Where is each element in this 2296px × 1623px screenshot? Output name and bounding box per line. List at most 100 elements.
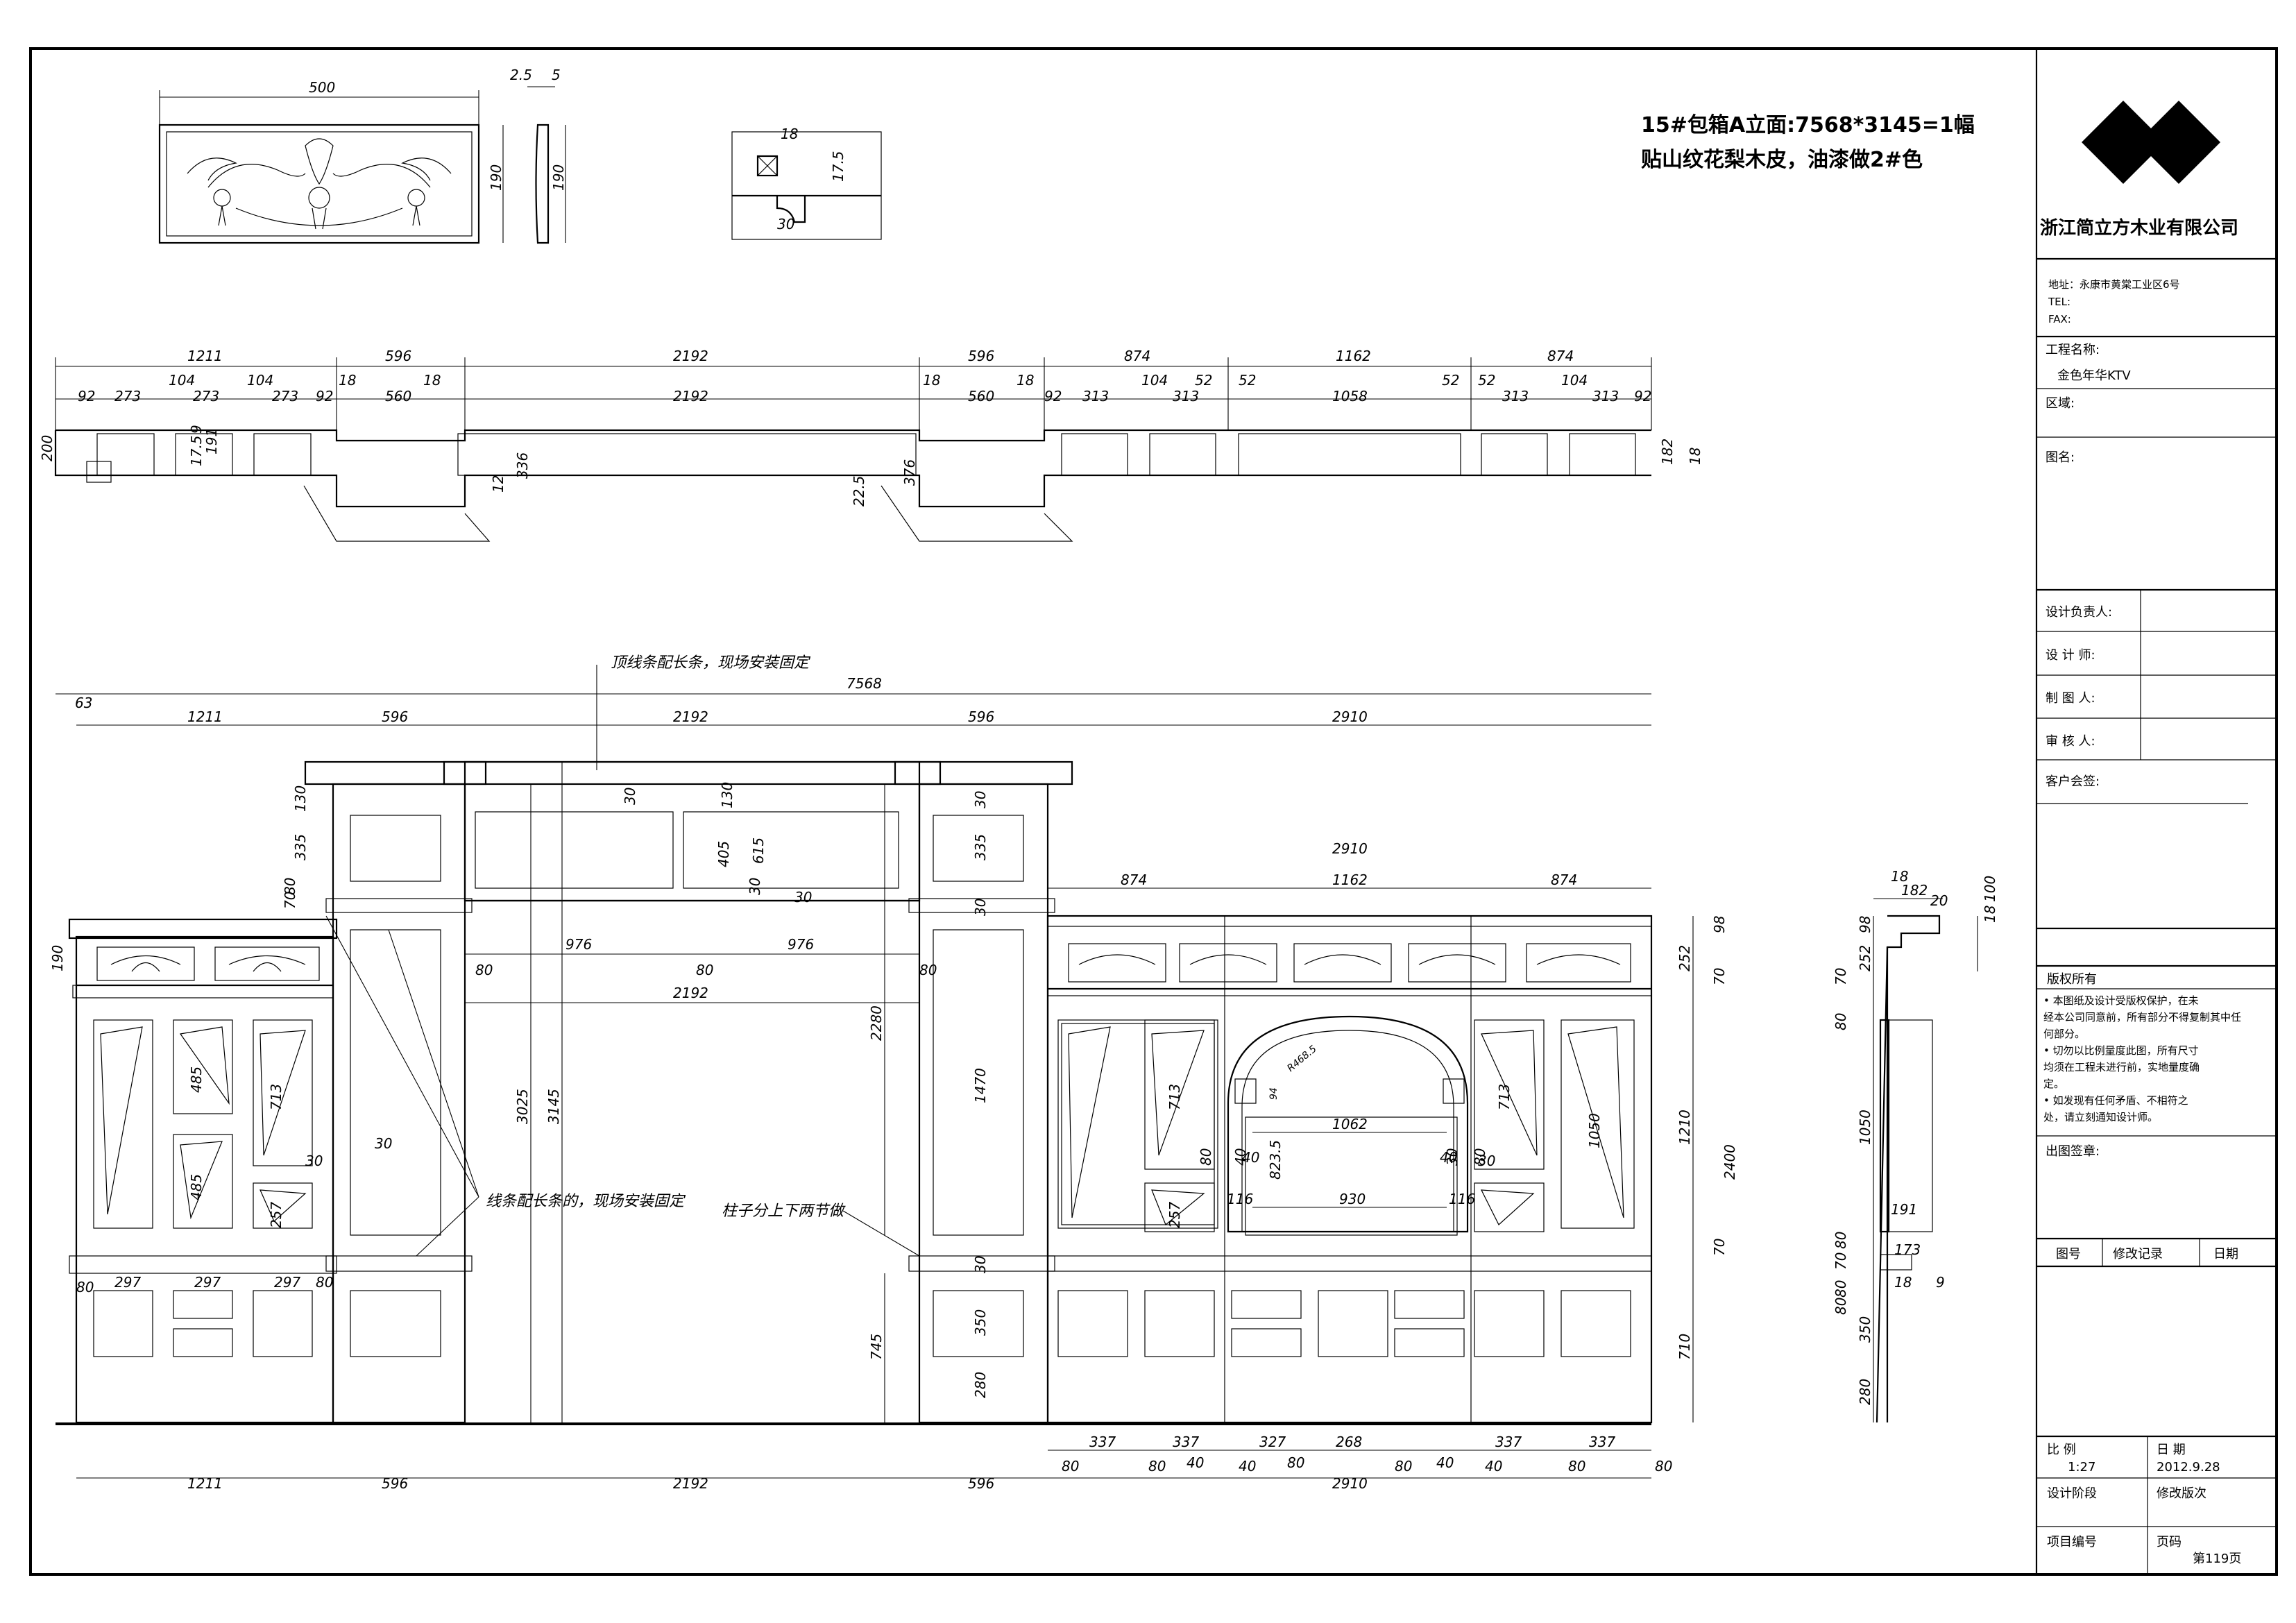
plan-d2-8: 560 <box>385 388 411 405</box>
elev-rh-5: 70 <box>1711 1239 1728 1256</box>
sec-d12: 173 <box>1894 1241 1921 1258</box>
arch-40a: 40 <box>1242 1149 1259 1166</box>
plan-d2-3: 273 <box>193 388 219 405</box>
plan-d2-23: 313 <box>1502 388 1529 405</box>
elev-left-low-2: 297 <box>194 1274 221 1291</box>
elev-rh-6: 710 <box>1676 1334 1693 1360</box>
elev-opening-4: 2192 <box>673 985 708 1001</box>
carving-icon-row-left <box>110 955 306 972</box>
elev-ci-0: 30 <box>972 791 989 808</box>
profile-detail: 18 17.5 30 <box>731 126 882 240</box>
plan-view: 1211 596 2192 596 874 1162 874 92 273 10… <box>39 348 1703 542</box>
plan-side-4: 336 <box>514 452 531 479</box>
elev-pl-6: 713 <box>1496 1084 1513 1110</box>
elev-br-0: 80 <box>1062 1458 1079 1475</box>
elev-top-2: 2192 <box>673 708 708 725</box>
elev-rh-3: 1210 <box>1676 1110 1693 1145</box>
arch-1062: 1062 <box>1332 1116 1368 1132</box>
revision-label: 修改版次 <box>2157 1486 2206 1501</box>
plan-side-3: 191 <box>203 428 220 454</box>
elev-pl-0: 485 <box>188 1067 205 1093</box>
sec-d5: 98 <box>1857 916 1873 933</box>
elev-pl-11: 30 <box>1478 1153 1495 1169</box>
elev-left-low-3: 297 <box>274 1274 300 1291</box>
plan-d2-10: 2192 <box>673 388 708 405</box>
plan-dim-1211: 1211 <box>187 348 223 364</box>
elev-top-4: 2910 <box>1332 708 1368 725</box>
arch-40b: 40 <box>1440 1149 1457 1166</box>
plan-dim-596: 596 <box>385 348 411 364</box>
elev-bottom-3: 596 <box>968 1475 994 1492</box>
arch-radius: R468.5 <box>1285 1044 1319 1074</box>
elev-left-low-4: 80 <box>316 1274 333 1291</box>
elev-opening-3: 80 <box>696 962 713 978</box>
plan-d2-15: 313 <box>1082 388 1109 405</box>
plan-d2-22: 52 <box>1478 372 1495 389</box>
rev-col-number: 图号 <box>2056 1247 2081 1261</box>
plan-d2-5: 273 <box>272 388 298 405</box>
profile-d1: 18 <box>781 126 798 142</box>
company-tel: TEL: <box>2048 296 2070 308</box>
elev-rh-0: 98 <box>1711 916 1728 933</box>
rev-col-date: 日期 <box>2213 1247 2238 1261</box>
elev-pl-9: 30 <box>794 889 812 906</box>
client-sign-label: 客户会签: <box>2046 774 2100 789</box>
copyright-line-1: • 本图纸及设计受版权保护，在未 <box>2043 994 2199 1007</box>
elev-br-1: 337 <box>1089 1434 1116 1450</box>
plan-d2-12: 560 <box>968 388 994 405</box>
elev-right-874b: 874 <box>1551 872 1577 888</box>
plan-d2-21: 52 <box>1442 372 1459 389</box>
elev-rh-4: 2400 <box>1721 1144 1738 1180</box>
plan-d2-17: 52 <box>1195 372 1212 389</box>
elev-opening-2: 80 <box>475 962 493 978</box>
sheet-border <box>29 47 2278 1576</box>
sec-d18: 350 <box>1857 1316 1873 1343</box>
elev-panel-2: 405 <box>715 841 732 867</box>
plan-side-8: 182 <box>1659 439 1676 465</box>
sec-d15: 80 <box>1832 1298 1849 1315</box>
elev-br-2: 80 <box>1148 1458 1166 1475</box>
elev-oh-2: 2280 <box>868 1005 885 1041</box>
elev-pl-14: 80 <box>1472 1148 1488 1166</box>
elev-oh-1: 3145 <box>545 1089 562 1124</box>
elev-br-12: 337 <box>1495 1434 1522 1450</box>
plan-d2-7: 18 <box>339 372 356 389</box>
plan-side-2: 9 <box>188 425 205 434</box>
elev-pl-13: 40 <box>1232 1148 1249 1166</box>
sec-d17: 9 <box>1936 1274 1945 1291</box>
elev-pl-10: 30 <box>305 1153 323 1169</box>
copyright-line-2: 经本公司同意前，所有部分不得复制其中任 <box>2043 1011 2241 1023</box>
carving-ornament-icon <box>187 138 452 230</box>
copyright-line-6: 定。 <box>2043 1078 2064 1090</box>
copyright-title: 版权所有 <box>2047 972 2097 987</box>
plan-d2-0: 92 <box>78 388 95 405</box>
elev-br-9: 80 <box>1395 1458 1412 1475</box>
drawing-title-line-1: 15#包箱A立面:7568*3145=1幅 <box>1641 113 1975 137</box>
copyright-line-7: • 如发现有任何矛盾、不相符之 <box>2043 1094 2188 1107</box>
elev-bottom-1: 596 <box>382 1475 408 1492</box>
copyright-line-8: 处，请立刻通知设计师。 <box>2043 1111 2158 1123</box>
elev-br-5: 40 <box>1239 1458 1256 1475</box>
elev-right-1162: 1162 <box>1332 872 1368 888</box>
elev-br-8: 268 <box>1336 1434 1362 1450</box>
sec-d2: 20 <box>1930 892 1948 909</box>
plan-d2-6: 92 <box>316 388 333 405</box>
drawing-title-line-2: 贴山纹花梨木皮，油漆做2#色 <box>1641 148 1923 172</box>
plan-d2-16: 104 <box>1141 372 1168 389</box>
elev-oh-0: 3025 <box>514 1089 531 1124</box>
carving-side-height: 190 <box>550 164 567 191</box>
sec-d14: 80 <box>1832 1280 1849 1298</box>
elev-br-15: 80 <box>1655 1458 1672 1475</box>
elev-pl-5: 257 <box>1166 1202 1183 1228</box>
elev-ci-1: 1470 <box>972 1068 989 1103</box>
scale-value: 1:27 <box>2068 1460 2095 1475</box>
elev-pl-12: 80 <box>1198 1148 1214 1166</box>
sec-d6: 70 <box>1832 968 1849 985</box>
plan-d2-13: 18 <box>1017 372 1034 389</box>
plan-side-9: 18 <box>1687 448 1703 465</box>
project-value: 金色年华KTV <box>2057 368 2131 383</box>
plan-side-1: 17.5 <box>188 435 205 466</box>
sec-d9: 1050 <box>1857 1110 1873 1145</box>
plan-d2-1: 273 <box>114 388 141 405</box>
plan-dim-874: 874 <box>1124 348 1150 364</box>
